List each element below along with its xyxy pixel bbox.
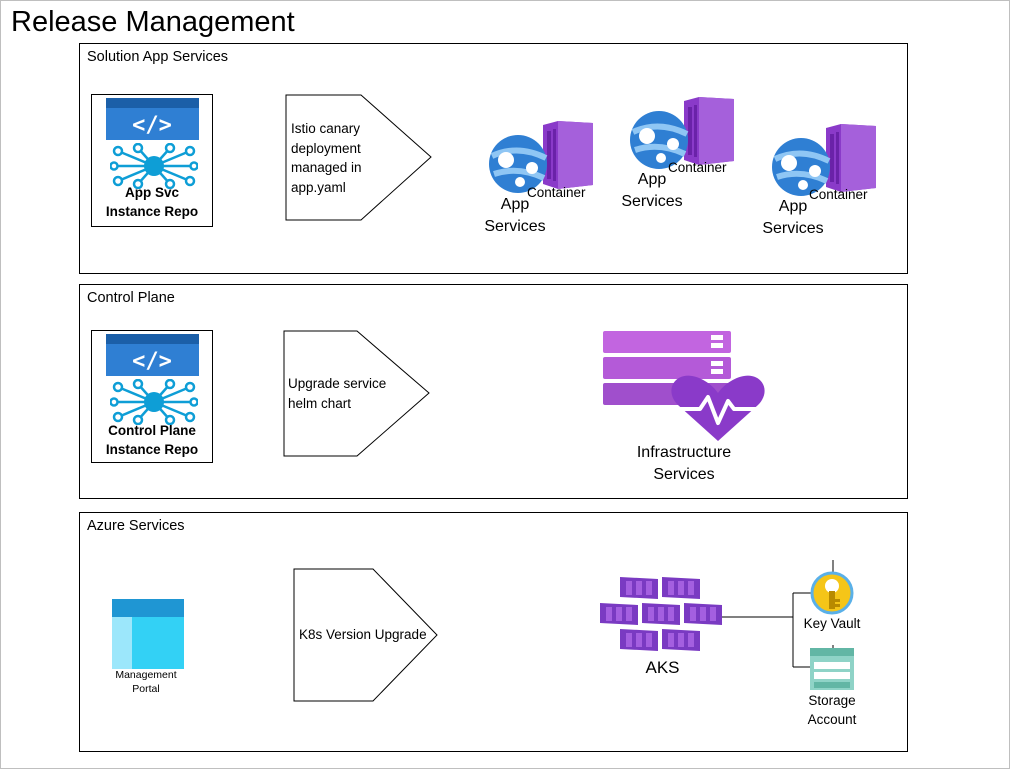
svg-text:</>: </> — [132, 349, 172, 374]
portal-label-line-2: Portal — [132, 682, 160, 695]
network-icon — [110, 143, 198, 189]
step-line: managed in — [291, 160, 362, 175]
code-icon: </> — [106, 98, 199, 140]
upgrade-step-arrow: Upgrade service helm chart — [283, 330, 431, 457]
aks-icon — [600, 577, 722, 651]
section-azure-services: Azure Services Management Portal K8s Ver… — [79, 512, 908, 752]
key-vault-label: Key Vault — [803, 616, 861, 631]
container-app-service: Container App Services — [762, 124, 878, 244]
service-label-line-1: App — [778, 198, 808, 215]
container-badge: Container — [527, 185, 586, 200]
container-badge: Container — [668, 160, 727, 175]
container-app-service: Container App Services — [621, 97, 736, 217]
step-line: deployment — [291, 140, 361, 156]
container-app-service: Container App Services — [484, 121, 595, 241]
repo-label-line-1: App Svc — [124, 185, 179, 200]
step-line: app.yaml — [291, 179, 346, 195]
section-title: Control Plane — [87, 290, 175, 306]
network-icon — [110, 379, 198, 425]
service-label-line-1: App — [500, 196, 530, 213]
app-svc-repo: </> App Svc Instance Repo — [91, 94, 213, 227]
web-app-icon — [630, 111, 689, 169]
service-label-line-2: Services — [762, 220, 824, 237]
aks-connectors — [720, 560, 834, 668]
web-app-icon — [772, 138, 831, 196]
svg-text:</>: </> — [132, 113, 172, 138]
management-portal: Management Portal — [108, 599, 188, 699]
heart-monitor-icon — [671, 375, 765, 441]
step-line: helm chart — [288, 395, 352, 411]
step-label: K8s Version Upgrade — [299, 627, 427, 642]
container-icon — [684, 97, 734, 165]
repo-label-line-2: Instance Repo — [105, 442, 199, 457]
repo-label-line-2: Instance Repo — [105, 204, 199, 219]
step-line: Istio canary — [291, 121, 361, 136]
section-title: Solution App Services — [87, 49, 229, 65]
portal-icon — [112, 599, 184, 669]
container-icon — [826, 124, 876, 192]
container-icon — [543, 121, 593, 189]
storage-account: Storage Account — [796, 648, 868, 728]
code-icon: </> — [106, 334, 199, 376]
infra-label-line-1: Infrastructure — [636, 444, 732, 461]
service-label-line-2: Services — [621, 193, 683, 210]
storage-label-line-2: Account — [807, 712, 857, 727]
section-title: Azure Services — [87, 518, 185, 534]
page-title: Release Management — [11, 6, 295, 38]
k8s-upgrade-step-arrow: K8s Version Upgrade — [293, 568, 441, 702]
step-line: Upgrade service — [288, 376, 387, 391]
service-label-line-1: App — [637, 171, 667, 188]
infra-label-line-2: Services — [653, 466, 715, 483]
section-control-plane: Control Plane </> Control Plane — [79, 284, 908, 499]
infrastructure-services: Infrastructure Services — [600, 329, 770, 489]
storage-label-line-1: Storage — [808, 693, 856, 708]
container-badge: Container — [809, 187, 868, 202]
control-plane-repo: </> Control Plane Instance Repo — [91, 330, 213, 463]
aks-cluster: AKS — [600, 575, 725, 685]
key-vault-icon — [810, 571, 854, 615]
repo-label-line-1: Control Plane — [108, 423, 196, 438]
service-label-line-2: Services — [484, 218, 546, 235]
key-vault: Key Vault — [796, 571, 868, 635]
portal-label-line-1: Management — [115, 669, 177, 681]
deploy-step-arrow: Istio canary deployment managed in app.y… — [285, 94, 433, 221]
aks-label: AKS — [645, 658, 680, 677]
section-solution-app-services: Solution App Services </> App Svc — [79, 43, 908, 274]
web-app-icon — [489, 135, 548, 193]
storage-icon — [810, 648, 854, 690]
